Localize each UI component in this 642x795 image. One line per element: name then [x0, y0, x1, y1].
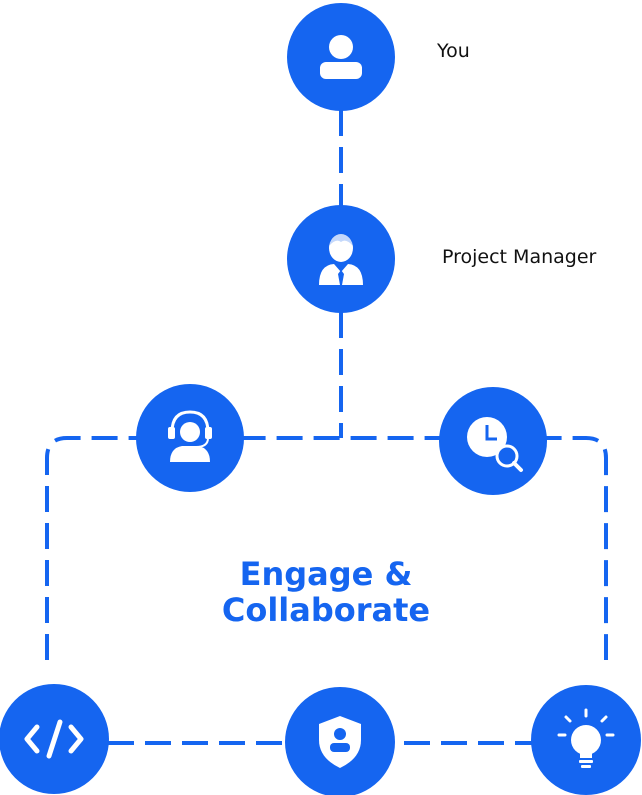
shield-user-icon	[319, 716, 361, 768]
headset-support-icon	[168, 410, 212, 462]
node-project-manager	[287, 205, 395, 313]
code-icon	[24, 719, 84, 759]
connector-lines	[45, 110, 608, 745]
node-you-label: You	[437, 40, 470, 62]
lightbulb-icon	[557, 708, 615, 768]
node-you	[287, 3, 395, 111]
node-support	[136, 384, 244, 492]
node-project-manager-label: Project Manager	[442, 246, 597, 268]
connector-loop	[45, 436, 608, 660]
center-title-line-1: Engage &	[239, 555, 413, 593]
node-security	[285, 687, 395, 795]
user-icon	[320, 35, 362, 79]
node-time-tracking	[439, 387, 547, 495]
manager-with-tie-icon	[319, 231, 363, 285]
node-ideas	[531, 685, 641, 795]
center-title-line-2: Collaborate	[221, 591, 431, 629]
clock-search-icon	[467, 417, 523, 472]
node-development	[0, 684, 109, 794]
center-title: Engage & Collaborate	[176, 556, 476, 628]
